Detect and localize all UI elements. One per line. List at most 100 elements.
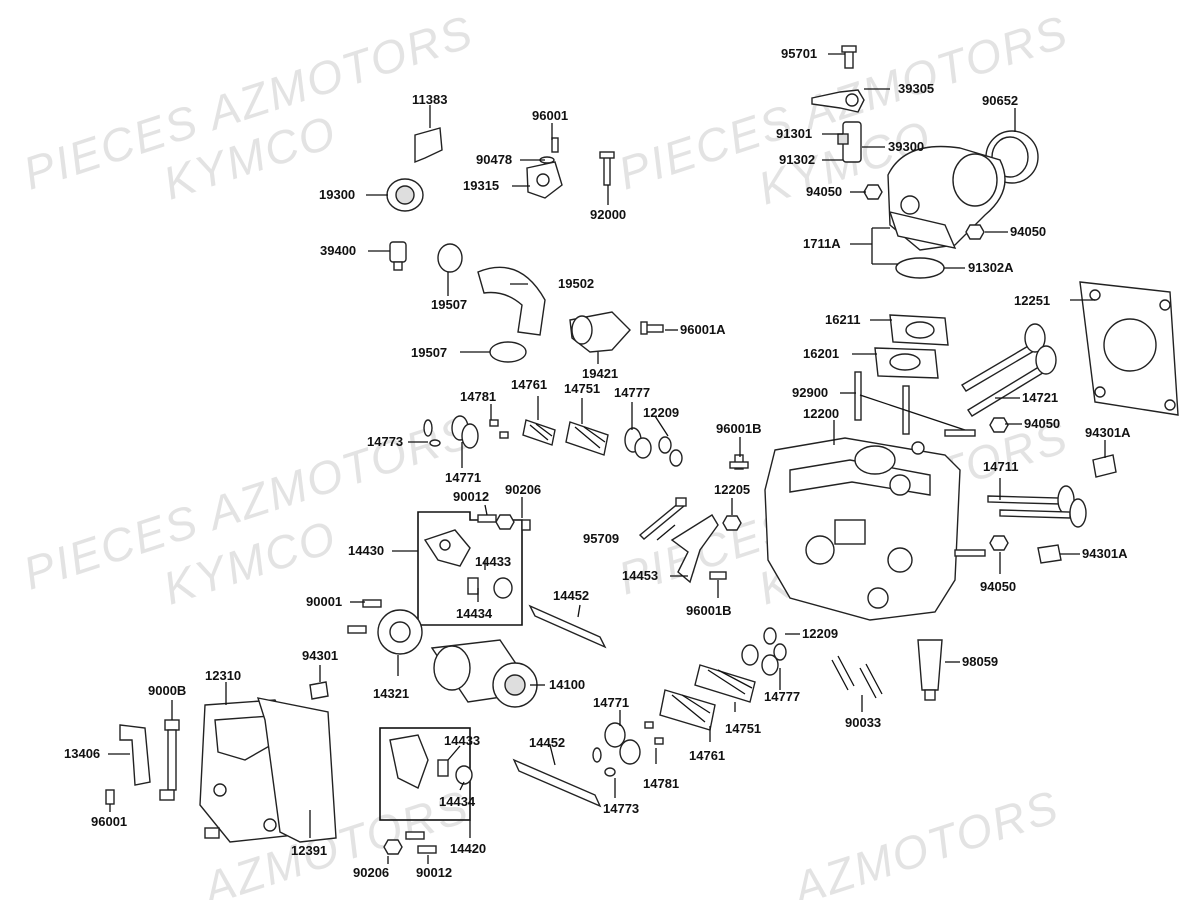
part-label: 96001 — [532, 108, 568, 123]
group-box-14420 — [379, 727, 473, 821]
part-label: 14761 — [689, 748, 725, 763]
water-fitting-19421 — [569, 311, 631, 353]
part-label: 96001A — [680, 322, 726, 337]
part-label: 14433 — [444, 733, 480, 748]
part-label: 14773 — [367, 434, 403, 449]
nut-94050 — [989, 417, 1009, 433]
part-label: 95701 — [781, 46, 817, 61]
pin-90012 — [405, 831, 437, 854]
gasket-12251 — [1079, 281, 1179, 416]
part-label: 12310 — [205, 668, 241, 683]
injector-39300 — [837, 121, 862, 163]
bolt — [159, 789, 220, 839]
shim-14773 — [423, 419, 441, 447]
seal-14777 — [624, 427, 652, 459]
part-label: 13406 — [64, 746, 100, 761]
part-label: 39400 — [320, 243, 356, 258]
part-label: 14781 — [643, 776, 679, 791]
part-label: 16201 — [803, 346, 839, 361]
bolt-9000B — [164, 719, 180, 791]
nut-94050 — [863, 184, 883, 200]
part-label: 94050 — [806, 184, 842, 199]
part-label: 14711 — [983, 459, 1018, 474]
part-label: 90478 — [476, 152, 512, 167]
injector-fitting-39305 — [811, 89, 865, 113]
part-label: 14761 — [511, 377, 547, 392]
watermark-text: AZMOTORS — [784, 780, 1065, 900]
part-label: 90033 — [845, 715, 881, 730]
part-label: 19507 — [431, 297, 467, 312]
bolt-96001B — [729, 454, 749, 470]
part-label: 12205 — [714, 482, 750, 497]
cap-94301A — [1037, 544, 1062, 564]
part-label: 94301 — [302, 648, 338, 663]
bracket-14453 — [670, 514, 719, 584]
leader-lines — [108, 53, 1106, 864]
part-label: 14751 — [725, 721, 761, 736]
part-label: 12209 — [802, 626, 838, 641]
retainer-14771 — [604, 722, 641, 765]
part-label: 94050 — [980, 579, 1016, 594]
part-label: 9000B — [148, 683, 186, 698]
gasket-16211 — [889, 314, 949, 346]
nut-94050 — [965, 224, 985, 240]
part-label: 12251 — [1014, 293, 1050, 308]
part-label: 14771 — [593, 695, 629, 710]
part-label: 12200 — [803, 406, 839, 421]
stud — [954, 549, 986, 557]
throttle-body-1711A — [887, 145, 1006, 251]
valve-14711 — [987, 485, 1087, 528]
bolt-96001B — [709, 571, 727, 580]
part-label: 19315 — [463, 178, 499, 193]
part-label: 90012 — [416, 865, 452, 880]
nut-12205 — [722, 515, 742, 531]
spring-90033 — [831, 655, 883, 699]
spring-14751 — [694, 664, 756, 703]
part-label: 11383 — [412, 92, 447, 107]
part-label: 14420 — [450, 841, 486, 856]
part-label: 12391 — [291, 843, 327, 858]
retainer-14771 — [451, 415, 479, 449]
bolt-95709 — [638, 497, 687, 540]
spring-14761 — [522, 419, 556, 446]
dowel-94301 — [309, 681, 329, 700]
part-label: 95709 — [583, 531, 619, 546]
part-label: 1711A — [803, 236, 841, 251]
cotter-14781 — [644, 721, 664, 745]
spring-14751 — [565, 421, 609, 456]
part-label: 14781 — [460, 389, 496, 404]
part-label: 91302A — [968, 260, 1014, 275]
part-label: 14777 — [764, 689, 800, 704]
part-label: 94050 — [1024, 416, 1060, 431]
shaft-14452 — [528, 604, 607, 649]
part-labels: 95701 39305 90652 91301 39300 91302 9405… — [64, 46, 1131, 880]
sprocket-14321 — [377, 609, 423, 655]
part-label: 91301 — [776, 126, 812, 141]
part-label: 14771 — [445, 470, 481, 485]
part-label: 14452 — [529, 735, 565, 750]
seal-12209 — [658, 436, 683, 467]
part-label: 98059 — [962, 654, 998, 669]
cap-94301A — [1092, 454, 1117, 478]
part-label: 14721 — [1022, 390, 1058, 405]
bolt-90001 — [347, 599, 382, 634]
part-label: 96001 — [91, 814, 127, 829]
thermostat-cover-19315 — [526, 161, 563, 199]
stud-94050 — [944, 429, 976, 437]
clip-92000 — [599, 151, 615, 186]
part-label: 90206 — [353, 865, 389, 880]
hose-clamp-19507 — [437, 243, 463, 273]
stud-92900 — [854, 371, 966, 435]
cylinder-head-12200 — [764, 437, 961, 621]
part-label: 12209 — [643, 405, 679, 420]
pin-90012 — [477, 514, 497, 523]
nut-94050 — [989, 535, 1009, 551]
part-label: 14773 — [603, 801, 639, 816]
part-label: 14434 — [456, 606, 493, 621]
parts-layer — [105, 45, 1179, 855]
cotter-14781 — [489, 419, 509, 439]
bolt-96001A — [640, 321, 664, 335]
part-label: 16211 — [825, 312, 860, 327]
